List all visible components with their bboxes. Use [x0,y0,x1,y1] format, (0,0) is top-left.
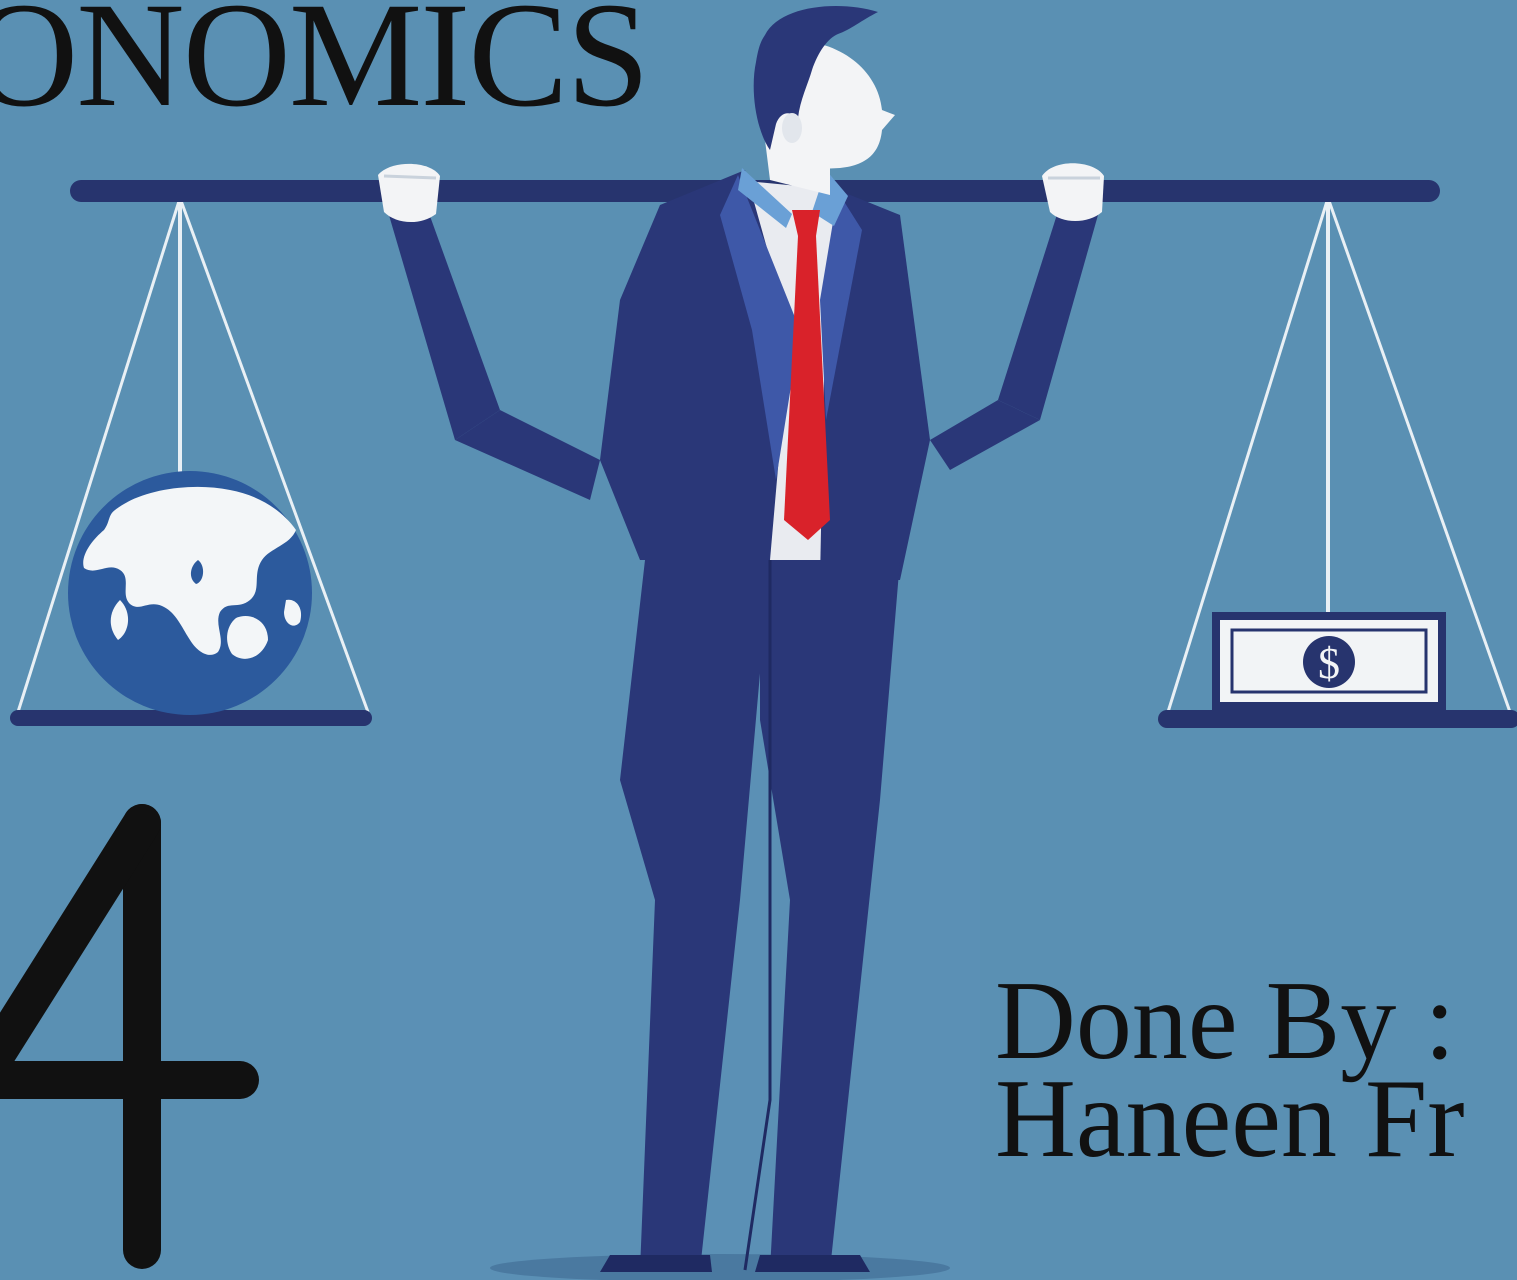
left-scale-pan [10,180,372,726]
slide-number-shape [0,804,259,1269]
svg-text:$: $ [1318,639,1340,688]
slide-title: ONOMICS [0,0,650,138]
globe-icon [68,471,312,715]
businessman-figure [378,5,1104,1272]
dollar-bill-icon: $ [1212,612,1446,710]
credit-label: Done By : [995,959,1456,1083]
author-credit: Done By : Haneen Fr [995,959,1465,1181]
right-scale-pan [1158,180,1517,728]
credit-name: Haneen Fr [995,1057,1465,1181]
